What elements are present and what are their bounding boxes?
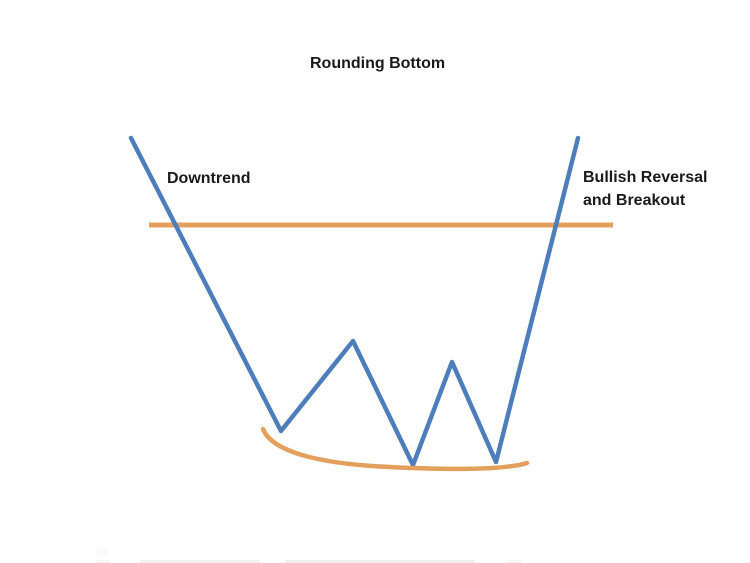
breakout-label-line1: Bullish Reversal (583, 169, 708, 186)
cropped-watermark-fragment (96, 547, 108, 557)
diagram-title: Rounding Bottom (310, 55, 446, 72)
breakout-label-line2: and Breakout (583, 192, 686, 209)
rounding-bottom-curve (260, 426, 530, 472)
cropped-watermark-fragment (505, 560, 521, 563)
cropped-watermark-fragment (285, 560, 475, 563)
bullish-reversal-breakout-label: Bullish Reversal and Breakout (583, 166, 708, 212)
cropped-watermark-fragment (96, 560, 110, 563)
price-zigzag-line (128, 135, 581, 468)
downtrend-label: Downtrend (167, 170, 251, 187)
cropped-watermark-fragment (140, 560, 260, 563)
